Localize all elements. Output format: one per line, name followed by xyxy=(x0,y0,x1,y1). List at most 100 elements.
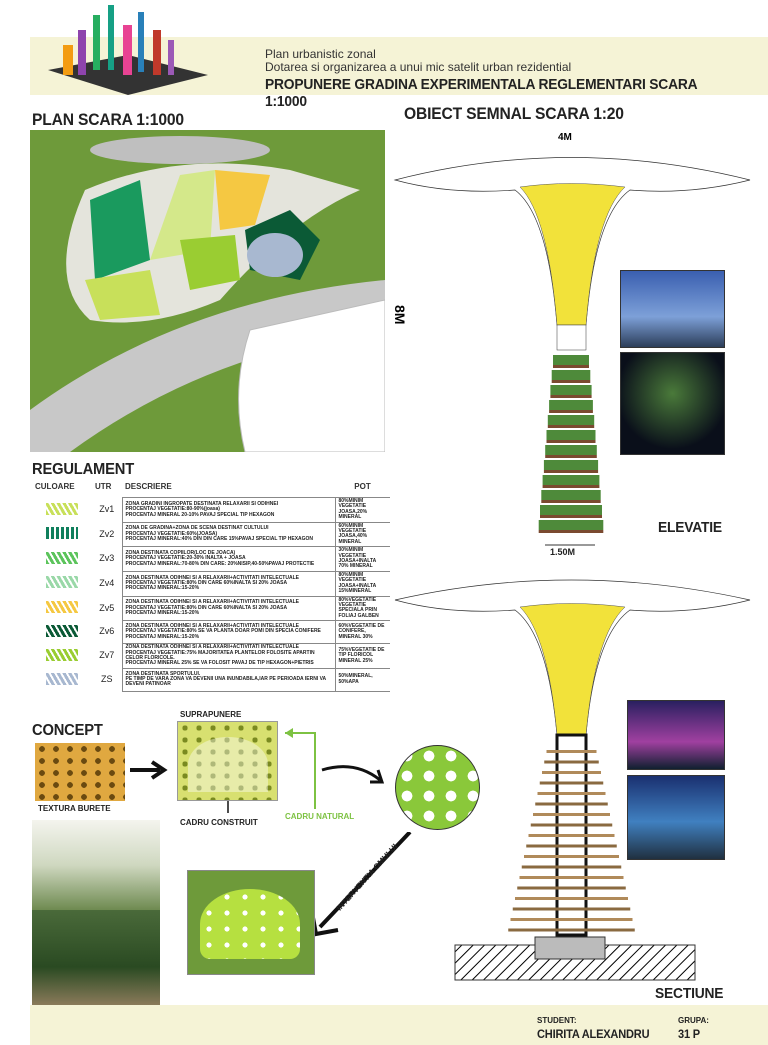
zone-swatch xyxy=(46,502,78,515)
pot-cell: 60%MINIM VEGETATIE JOASA,40% MINERAL xyxy=(334,521,390,548)
section-rung xyxy=(542,771,601,774)
color-cell xyxy=(32,522,92,547)
planter-base xyxy=(547,425,595,428)
section-rung xyxy=(537,792,606,795)
regulament-table: CULOARE UTR DESCRIERE POT xyxy=(32,483,390,490)
description-cell: ZONA DESTINATA ODIHNEI SI A RELAXARII+AC… xyxy=(121,595,336,622)
planter-tier xyxy=(545,445,597,455)
zone-swatch xyxy=(46,624,78,637)
table-row: Zv3 ZONA DESTINATA COPIILOR(LOC DE JOACA… xyxy=(32,546,390,572)
planter-tier xyxy=(547,415,595,425)
table-row: Zv5 ZONA DESTINATA ODIHNEI SI A RELAXARI… xyxy=(32,595,390,622)
utr-cell: ZS xyxy=(92,668,123,692)
built-frame-label: CADRU CONSTRUIT xyxy=(180,818,258,827)
description-cell: ZONA DESTINATA ODIHNEI SI A RELAXARII+AC… xyxy=(121,570,336,597)
description-cell: ZONA GRADINI INGROPATE DESTINATA RELAXAR… xyxy=(121,497,336,523)
section-rung xyxy=(530,823,613,827)
student-name: CHIRITA ALEXANDRU xyxy=(537,1027,650,1041)
planter-tier xyxy=(542,475,600,485)
section-rung xyxy=(544,760,599,764)
color-cell xyxy=(32,644,92,669)
col-utr: UTR xyxy=(95,483,112,491)
student-label: STUDENT: xyxy=(537,1016,577,1025)
object-heading: OBIECT SEMNAL SCARA 1:20 xyxy=(404,104,624,123)
zone-swatch xyxy=(46,672,78,685)
overlay-label: SUPRAPUNERE xyxy=(180,710,242,719)
supertree-photo-day xyxy=(620,270,725,348)
table-row: Zv7 ZONA DESTINATA ODIHNEI SI A RELAXARI… xyxy=(32,643,390,669)
header-title: PROPUNERE GRADINA EXPERIMENTALA REGLEMEN… xyxy=(265,76,697,110)
description-cell: ZONA DESTINATA ODIHNEI SI A RELAXARII+AC… xyxy=(121,643,336,669)
footer-band xyxy=(30,1005,768,1045)
pot-cell: 50%MINERAL, 50%APA xyxy=(334,667,390,692)
width-4m-label: 4M xyxy=(558,132,572,143)
utr-cell: Zv3 xyxy=(92,546,123,572)
utr-cell: Zv7 xyxy=(92,643,123,669)
utr-cell: Zv2 xyxy=(92,522,123,547)
section-rung xyxy=(528,834,615,837)
zoom-circle-image xyxy=(395,745,480,830)
planter-tier xyxy=(553,355,589,365)
render-image-1 xyxy=(32,820,160,910)
section-rung xyxy=(508,928,635,932)
description-cell: ZONA DE GRADINA+ZONA DE SCENA DESTINAT C… xyxy=(121,521,336,548)
render-image-2 xyxy=(32,910,160,1005)
supertree-photo-night xyxy=(620,352,725,455)
utr-cell: Zv5 xyxy=(92,596,123,621)
pot-cell: 80%VEGETATIE VEGETATIE SPECIALA PRIN FOL… xyxy=(334,595,390,622)
planter-tier xyxy=(541,490,601,500)
supertree-photo-evening xyxy=(627,700,725,770)
color-cell xyxy=(32,547,92,572)
section-drawing xyxy=(394,579,751,981)
group-value: 31 P xyxy=(678,1027,700,1041)
planter-base xyxy=(546,440,596,443)
section-rung xyxy=(517,886,626,890)
utr-cell: Zv4 xyxy=(92,571,123,596)
plan-heading: PLAN SCARA 1:1000 xyxy=(32,110,184,129)
col-descriere: DESCRIERE xyxy=(125,483,172,491)
planter-tier xyxy=(543,460,599,470)
header-line2: Dotarea si organizarea a unui mic sateli… xyxy=(265,60,572,74)
planter-base xyxy=(551,380,591,383)
section-rung xyxy=(512,907,631,911)
zone-swatch xyxy=(46,527,78,540)
arrow-right-icon xyxy=(130,760,168,780)
pot-cell: 60%VEGETATIE DE CONIFERE, MINERAL 30% xyxy=(334,620,390,645)
regulament-rows: Zv1 ZONA GRADINI INGROPATE DESTINATA REL… xyxy=(32,497,390,692)
planter-base xyxy=(542,485,600,488)
table-row: Zv2 ZONA DE GRADINA+ZONA DE SCENA DESTIN… xyxy=(32,521,390,548)
overlay-image xyxy=(177,721,278,801)
zone-swatch xyxy=(46,601,78,614)
planter-base xyxy=(538,530,604,533)
planter-tier xyxy=(549,400,593,410)
regulament-heading: REGULAMENT xyxy=(32,461,135,478)
natural-frame-label: CADRU NATURAL xyxy=(285,812,355,821)
description-cell: ZONA DESTINATA ODIHNEI SI A RELAXARII+AC… xyxy=(121,620,336,645)
header-line1: Plan urbanistic zonal xyxy=(265,47,376,61)
section-rung xyxy=(526,844,617,848)
table-row: ZS ZONA DESTINATA SPORTULUI. PE TIMP DE … xyxy=(32,667,390,692)
color-cell xyxy=(32,571,92,596)
planter-tier xyxy=(538,520,604,530)
planter-tier xyxy=(551,370,591,380)
concept-pointers xyxy=(227,728,316,813)
height-8m-label: 8M xyxy=(392,305,408,324)
utr-cell: Zv1 xyxy=(92,497,123,523)
site-plan xyxy=(30,130,385,452)
planter-base xyxy=(545,455,597,458)
planter-base xyxy=(549,410,593,413)
color-cell xyxy=(32,498,92,523)
concept-heading: CONCEPT xyxy=(32,722,103,739)
section-rung xyxy=(535,802,608,806)
pot-cell: 80%MINIM VEGETATIE JOASA+INALTA 15%MINER… xyxy=(334,570,390,597)
sponge-label: TEXTURA BURETE xyxy=(38,804,111,813)
pot-cell: 30%MINIM VEGETATIE JOASA+INALTA 70% MINE… xyxy=(334,546,390,572)
city-logo xyxy=(48,5,208,95)
section-rung xyxy=(533,813,610,816)
zone-swatch xyxy=(46,551,78,564)
section-rung xyxy=(539,781,604,785)
planter-base xyxy=(540,515,602,518)
pot-cell: 75%VEGETATIE DE TIP FLORICOL MINERAL 25% xyxy=(334,643,390,669)
section-rung xyxy=(521,865,622,869)
section-label: SECTIUNE xyxy=(655,985,724,1002)
